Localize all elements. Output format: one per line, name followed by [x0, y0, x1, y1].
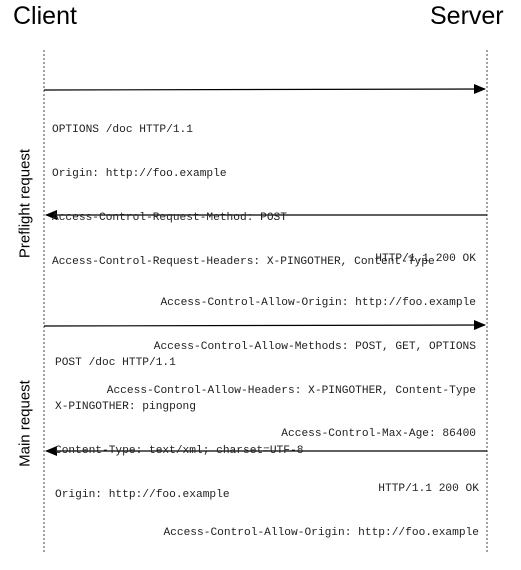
- preflight-phase-label: Preflight request: [16, 148, 34, 259]
- message-line: Content-Type: text/xml; charset=UTF-8: [55, 444, 304, 457]
- preflight-request-arrow: [43, 84, 486, 95]
- message-line: Access-Control-Request-Headers: X-PINGOT…: [52, 255, 435, 268]
- message-line: Access-Control-Allow-Origin: http://foo.…: [163, 526, 479, 539]
- client-label: Client: [13, 2, 77, 30]
- message-line: X-PINGOTHER: pingpong: [55, 400, 196, 413]
- message-line: Access-Control-Allow-Origin: http://foo.…: [160, 296, 476, 309]
- message-line: Access-Control-Allow-Headers: X-PINGOTHE…: [106, 384, 476, 397]
- message-line: Access-Control-Request-Method: POST: [52, 211, 287, 224]
- server-label: Server: [430, 2, 504, 30]
- preflight-response-message: HTTP/1.1 200 OK Access-Control-Allow-Ori…: [107, 223, 476, 471]
- message-line: HTTP/1.1 200 OK: [378, 483, 479, 496]
- main-request-message: POST /doc HTTP/1.1 X-PINGOTHER: pingpong…: [55, 327, 303, 531]
- message-line: OPTIONS /doc HTTP/1.1: [52, 124, 193, 137]
- message-line: Origin: http://foo.example: [55, 488, 230, 501]
- message-line: Access-Control-Max-Age: 86400: [281, 428, 476, 441]
- main-phase-label: Main request: [16, 380, 34, 467]
- main-response-message: HTTP/1.1 200 OK Access-Control-Allow-Ori…: [163, 453, 479, 570]
- message-line: Origin: http://foo.example: [52, 167, 227, 180]
- message-line: Access-Control-Allow-Methods: POST, GET,…: [153, 340, 476, 353]
- diagram-lines: [43, 50, 488, 553]
- preflight-request-message: OPTIONS /doc HTTP/1.1 Origin: http://foo…: [52, 94, 435, 298]
- message-line: POST /doc HTTP/1.1: [55, 357, 176, 370]
- main-request-arrow: [43, 320, 486, 331]
- sequence-diagram: Client Server Preflight request Main req…: [13, 2, 504, 553]
- message-line: HTTP/1.1 200 OK: [375, 253, 476, 266]
